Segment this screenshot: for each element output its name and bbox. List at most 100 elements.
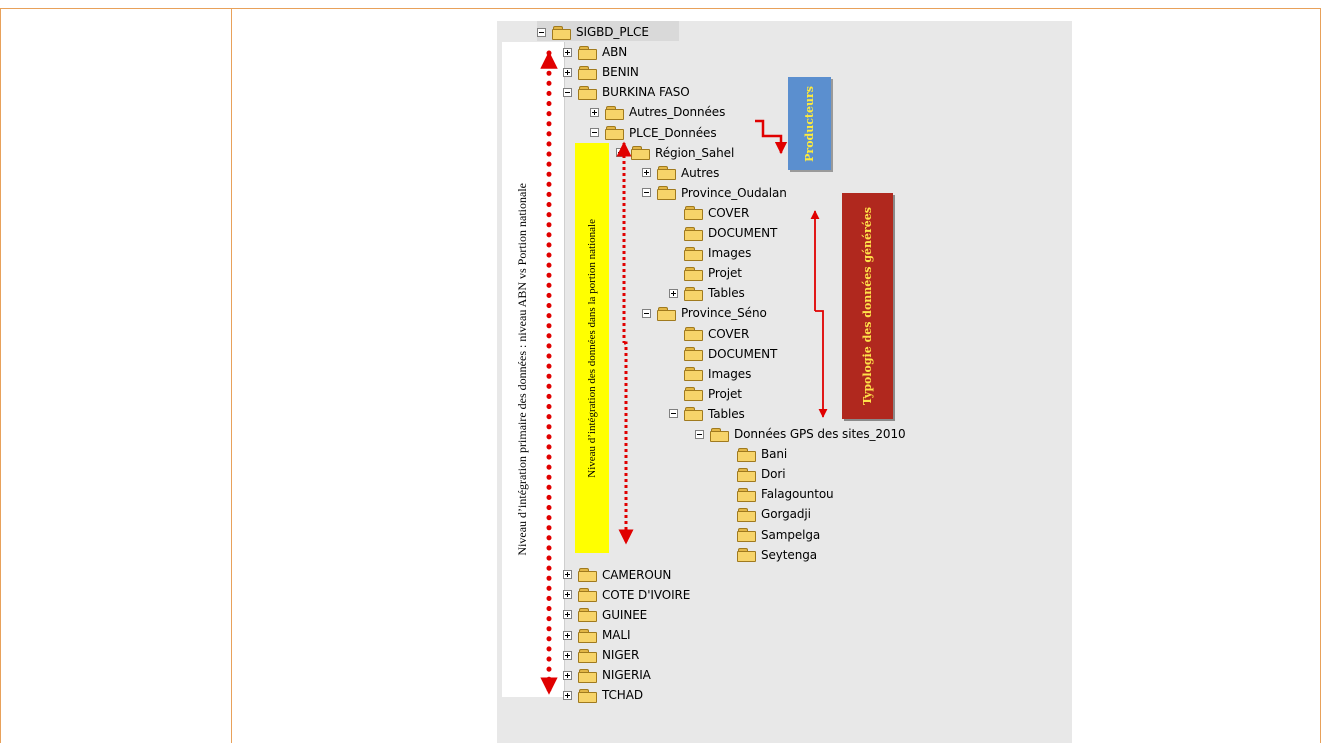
collapse-icon[interactable] [669, 409, 678, 419]
tree-node[interactable]: COVER [684, 203, 749, 223]
folder-icon [684, 286, 703, 301]
table-right-border [1320, 8, 1321, 743]
folder-icon [684, 327, 703, 341]
tree-node[interactable]: Falagountou [737, 484, 834, 504]
tree-node[interactable]: COTE D'IVOIRE [563, 585, 690, 605]
tree-node-label: CAMEROUN [602, 567, 672, 582]
tree-node[interactable]: NIGER [563, 645, 639, 665]
tree-node[interactable]: Projet [684, 384, 742, 404]
expand-icon[interactable] [563, 590, 572, 600]
tree-node[interactable]: GUINEE [563, 605, 647, 625]
tree-node-label: SIGBD_PLCE [576, 25, 649, 39]
folder-icon [684, 266, 703, 281]
tree-node[interactable]: Autres [642, 163, 719, 183]
tree-node[interactable]: Tables [669, 404, 745, 424]
tree-node-label: GUINEE [602, 607, 648, 622]
folder-icon [657, 166, 676, 181]
tree-node-label: Images [708, 246, 752, 261]
tree-node[interactable]: MALI [563, 625, 630, 645]
folder-icon [684, 226, 703, 241]
folder-icon [684, 246, 703, 261]
expand-icon[interactable] [563, 47, 572, 57]
tree-node-label: COVER [708, 326, 750, 341]
folder-icon [684, 407, 703, 422]
tree-node-label: BENIN [602, 65, 639, 80]
root-row-highlight [537, 21, 679, 41]
folder-icon [684, 367, 703, 382]
folder-icon [578, 608, 597, 623]
tree-node[interactable]: COVER [684, 324, 749, 344]
data-types-arrow-bracket [815, 310, 828, 418]
tree-node-label: Sampelga [761, 527, 821, 542]
collapse-icon[interactable] [642, 308, 651, 318]
tree-node-label: NIGER [602, 648, 640, 663]
expand-icon[interactable] [563, 570, 572, 580]
tree-node[interactable]: Projet [684, 263, 742, 283]
tree-node-label: MALI [602, 628, 631, 642]
tree-node[interactable]: SIGBD_PLCE [537, 22, 649, 42]
tree-node[interactable]: Gorgadji [737, 504, 811, 524]
folder-icon [684, 387, 703, 402]
folder-icon [578, 628, 597, 643]
tree-node[interactable]: PLCE_Données [590, 123, 717, 143]
tree-node[interactable]: Images [684, 364, 751, 384]
annotation-arrows [540, 50, 828, 696]
tree-node[interactable]: BURKINA FASO [563, 82, 690, 102]
tree-node-label: Autres_Données [629, 105, 726, 120]
folder-icon [578, 668, 597, 683]
expand-icon[interactable] [563, 610, 572, 620]
expand-icon[interactable] [563, 670, 572, 680]
tree-node[interactable]: BENIN [563, 62, 639, 82]
folder-icon [657, 306, 676, 321]
tree-node[interactable]: Tables [669, 283, 745, 303]
folder-icon [578, 588, 597, 603]
tree-node[interactable]: Province_Oudalan [642, 183, 787, 203]
producers-label: Producteurs [788, 77, 831, 170]
tree-node-label: Dori [761, 467, 786, 482]
tree-node[interactable]: ABN [563, 42, 627, 62]
folder-icon [737, 467, 756, 482]
tree-node-label: Gorgadji [761, 507, 811, 522]
folder-icon [578, 85, 597, 100]
tree-node-label: BURKINA FASO [602, 85, 690, 100]
tree-node[interactable]: Autres_Données [590, 102, 725, 122]
collapse-icon[interactable] [590, 128, 599, 137]
folder-icon [605, 126, 624, 140]
tree-node-label: Projet [708, 386, 742, 401]
folder-icon [684, 347, 703, 362]
tree-node[interactable]: NIGERIA [563, 665, 651, 685]
tree-node[interactable]: Bani [737, 444, 787, 464]
expand-icon[interactable] [563, 67, 572, 77]
collapse-icon[interactable] [642, 188, 651, 198]
tree-node[interactable]: CAMEROUN [563, 565, 671, 585]
tree-node[interactable]: Sampelga [737, 525, 820, 545]
expand-icon[interactable] [642, 168, 651, 178]
expand-icon[interactable] [563, 650, 572, 660]
tree-node[interactable]: Province_Séno [642, 303, 767, 323]
expand-icon[interactable] [669, 288, 678, 298]
tree-node-label: Projet [708, 266, 742, 281]
tree-node[interactable]: Seytenga [737, 545, 817, 565]
expand-icon[interactable] [563, 690, 572, 700]
collapse-icon[interactable] [537, 27, 546, 37]
tree-node[interactable]: Données GPS des sites_2010 [695, 424, 906, 444]
folder-icon [710, 427, 729, 442]
folder-tree-figure: Niveau d’intégration primaire des donnée… [497, 21, 1072, 743]
tree-node[interactable]: DOCUMENT [684, 344, 777, 364]
folder-icon [737, 548, 756, 563]
expand-icon[interactable] [563, 630, 572, 640]
tree-node-label: Autres [681, 165, 720, 180]
tree-node[interactable]: Dori [737, 464, 786, 484]
collapse-icon[interactable] [563, 87, 572, 97]
folder-icon [737, 487, 756, 502]
folder-icon [737, 447, 756, 462]
tree-node[interactable]: TCHAD [563, 685, 643, 705]
tree-node-label: COVER [708, 205, 750, 220]
table-top-border [0, 8, 1321, 9]
collapse-icon[interactable] [695, 429, 704, 439]
tree-node[interactable]: Images [684, 243, 751, 263]
expand-icon[interactable] [590, 107, 599, 117]
folder-icon [578, 688, 597, 703]
tree-node[interactable]: DOCUMENT [684, 223, 777, 243]
tree-node-label: NIGERIA [602, 668, 651, 683]
